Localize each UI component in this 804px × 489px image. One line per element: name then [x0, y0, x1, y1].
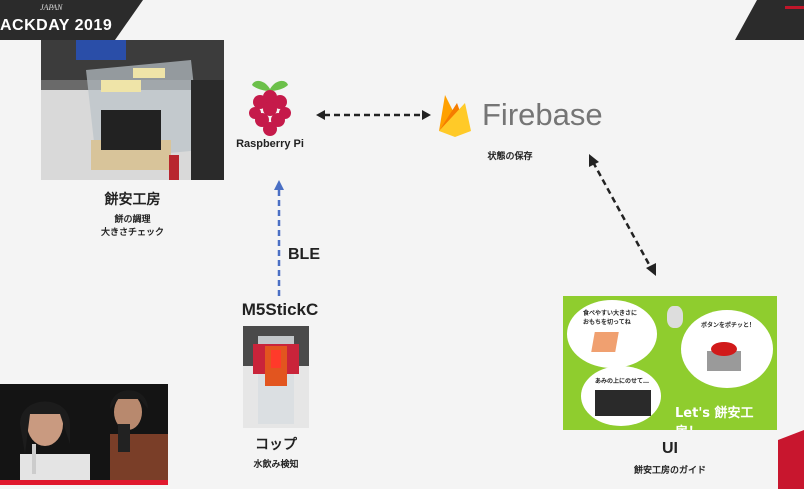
rpi-firebase-arrow — [316, 110, 431, 120]
event-banner-right — [735, 0, 804, 40]
ui-caption: 餅安工房のガイド — [633, 466, 706, 476]
raspberry-pi-icon — [246, 75, 294, 137]
corner-decoration — [778, 430, 804, 489]
firebase-label: Firebase — [482, 97, 603, 132]
firebase-caption: 状態の保存 — [487, 152, 533, 162]
cup-photo-illustration — [243, 326, 309, 428]
guide-bubble-cut-text: 食べやすい大きさに おもちを切ってね — [583, 310, 638, 326]
ui-title: UI — [662, 440, 678, 457]
guide-bubble-grill-text: あみの上にのせて… — [595, 378, 650, 385]
camera-red-bar — [0, 480, 168, 485]
mochi-kobo-title: 餅安工房 — [104, 192, 161, 208]
banner-right-shape — [735, 0, 804, 40]
ble-arrow — [274, 180, 284, 300]
firebase-flame-icon — [437, 93, 473, 138]
mochi-kobo-line-1: 餅の調理 — [114, 215, 151, 225]
guide-bubble-button-text: ボタンをポチッと！ — [701, 322, 756, 329]
mochi-kobo-line-2: 大きさチェック — [100, 228, 164, 238]
ble-label: BLE — [288, 246, 320, 263]
speaker-video-illustration — [0, 384, 168, 485]
knife-illustration — [591, 332, 619, 352]
guide-slogan: Let's 餅安工房！ — [675, 406, 754, 430]
event-banner: JAPAN ACKDAY 2019 — [0, 0, 230, 40]
raspberry-pi-label: Raspberry Pi — [236, 138, 304, 150]
mascot-illustration — [667, 306, 683, 328]
speaker-camera-inset — [0, 384, 168, 485]
firebase-ui-arrow — [589, 154, 656, 276]
banner-title: ACKDAY 2019 — [0, 17, 113, 34]
button-base-illustration — [707, 351, 741, 371]
banner-shape — [0, 0, 143, 40]
grill-illustration — [595, 390, 651, 416]
mochi-kobo-photo — [41, 40, 224, 180]
banner-subtitle: JAPAN — [40, 3, 63, 12]
cup-photo — [243, 326, 309, 428]
cup-caption: 水飲み検知 — [253, 460, 299, 470]
red-button-illustration — [711, 342, 737, 356]
cup-title: コップ — [255, 437, 297, 453]
machine-photo-illustration — [41, 40, 224, 180]
ui-guide-image: 食べやすい大きさに おもちを切ってね ボタンをポチッと！ あみの上にのせて… L… — [563, 296, 777, 430]
m5stickc-label: M5StickC — [241, 300, 319, 319]
